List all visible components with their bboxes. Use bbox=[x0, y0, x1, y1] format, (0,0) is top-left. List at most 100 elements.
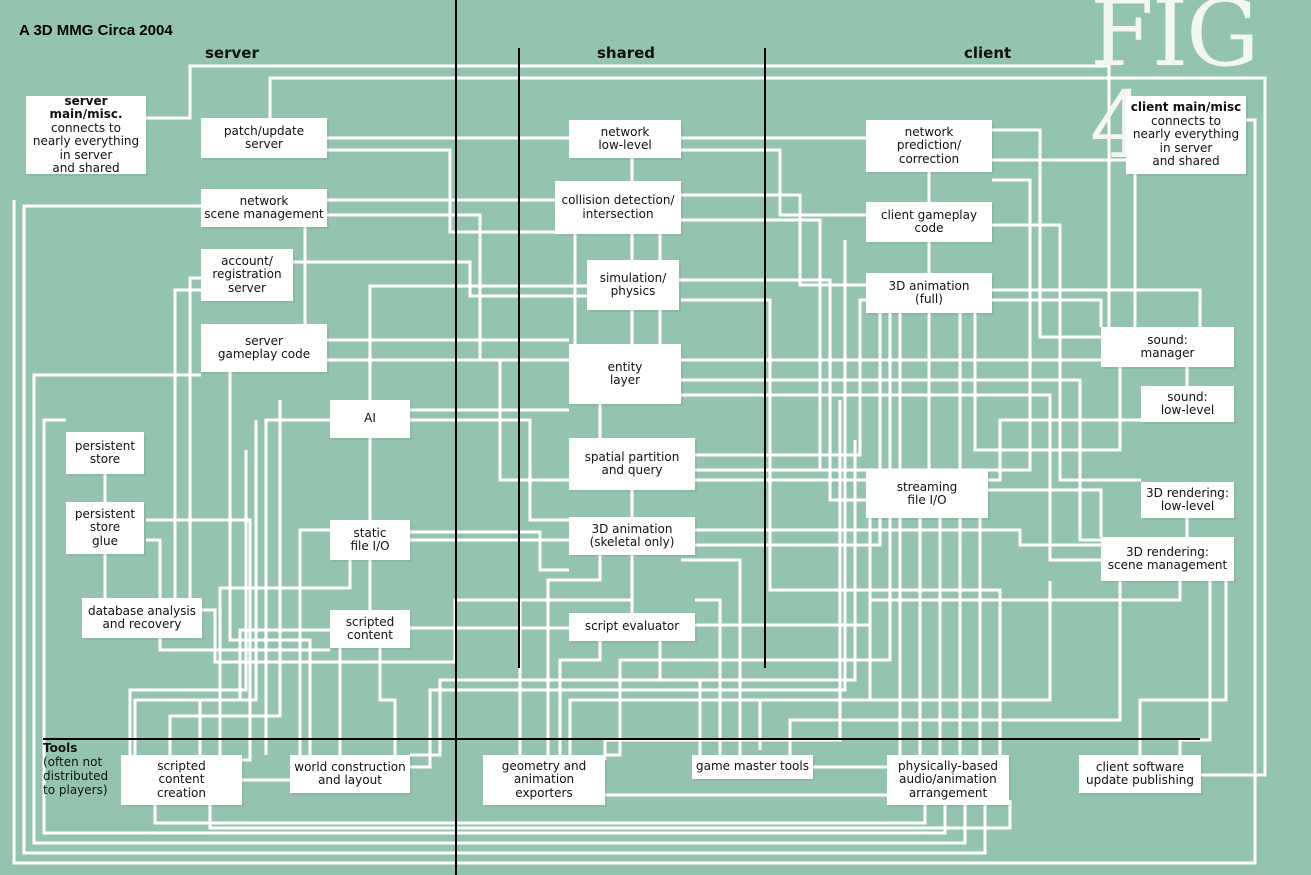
server-gameplay-code-node: server gameplay code bbox=[201, 324, 327, 372]
wire-79 bbox=[992, 128, 1101, 339]
wire-3 bbox=[32, 373, 967, 845]
wire-76 bbox=[992, 298, 1103, 327]
wire-84 bbox=[1138, 581, 1228, 755]
wire-56 bbox=[695, 298, 866, 457]
wire-97 bbox=[605, 313, 892, 757]
client-update-publishing-node: client software update publishing bbox=[1079, 755, 1201, 793]
world-construction-node: world construction and layout bbox=[290, 755, 410, 793]
wire-36 bbox=[168, 400, 282, 755]
wire-31 bbox=[218, 560, 352, 755]
wire-61 bbox=[695, 581, 1182, 627]
wire-38 bbox=[128, 450, 248, 755]
server-main-node: server main/misc. connects to nearly eve… bbox=[26, 93, 146, 175]
tools-heading: Tools bbox=[43, 741, 78, 755]
wire-6 bbox=[12, 118, 1257, 865]
patch-update-server-node: patch/update server bbox=[201, 118, 327, 158]
wire-52 bbox=[679, 278, 866, 502]
full-animation-node: 3D animation (full) bbox=[866, 273, 992, 313]
persistent-store-node: persistent store bbox=[66, 432, 144, 474]
network-low-level-node: network low-level bbox=[569, 120, 681, 158]
wire-57 bbox=[695, 178, 1032, 472]
wire-60 bbox=[695, 313, 882, 547]
rendering-scene-management-node: 3D rendering: scene management bbox=[1101, 537, 1234, 581]
wire-25 bbox=[410, 530, 569, 572]
wire-88 bbox=[973, 313, 1122, 452]
wire-83 bbox=[988, 488, 1103, 537]
column-header-client: client bbox=[964, 44, 1012, 62]
column-header-server: server bbox=[205, 44, 259, 62]
wire-64 bbox=[518, 590, 634, 755]
wire-101 bbox=[202, 598, 569, 664]
wire-20 bbox=[410, 418, 569, 522]
sound-low-level-node: sound: low-level bbox=[1141, 386, 1234, 422]
diagram-title: A 3D MMG Circa 2004 bbox=[19, 22, 173, 39]
wire-5 bbox=[146, 64, 1111, 327]
persistent-store-glue-node: persistent store glue bbox=[66, 502, 144, 554]
wire-59 bbox=[695, 528, 1101, 547]
client-main-title: client main/misc bbox=[1130, 100, 1242, 115]
wire-4 bbox=[42, 418, 947, 835]
wire-63 bbox=[546, 555, 602, 755]
geometry-exporters-node: geometry and animation exporters bbox=[483, 755, 605, 805]
account-registration-server-node: account/ registration server bbox=[201, 249, 293, 301]
skeletal-animation-node: 3D animation (skeletal only) bbox=[569, 517, 695, 555]
wire-99 bbox=[146, 538, 330, 652]
streaming-file-io-node: streaming file I/O bbox=[866, 470, 988, 518]
wire-100 bbox=[146, 518, 252, 762]
wire-66 bbox=[681, 558, 742, 755]
wire-10 bbox=[327, 148, 555, 234]
rendering-low-level-node: 3D rendering: low-level bbox=[1141, 482, 1234, 518]
wire-62 bbox=[681, 298, 1002, 755]
ai-node: AI bbox=[330, 400, 410, 438]
wire-33 bbox=[264, 418, 330, 755]
wire-19 bbox=[368, 284, 587, 400]
wire-13 bbox=[293, 260, 587, 298]
database-analysis-node: database analysis and recovery bbox=[82, 598, 202, 638]
wire-2 bbox=[22, 204, 987, 855]
column-header-shared: shared bbox=[597, 44, 656, 62]
scripted-content-creation-node: scripted content creation bbox=[121, 755, 242, 805]
wire-68 bbox=[658, 641, 702, 755]
tools-label: Tools (often not distributed to players) bbox=[43, 741, 108, 797]
wire-8 bbox=[208, 800, 1012, 830]
wire-96 bbox=[410, 240, 847, 769]
wire-69 bbox=[758, 581, 1052, 750]
wire-7 bbox=[153, 805, 927, 825]
static-file-io-node: static file I/O bbox=[330, 520, 410, 560]
wire-37 bbox=[133, 420, 258, 755]
wire-82 bbox=[992, 288, 1202, 327]
wire-70 bbox=[788, 581, 1122, 755]
server-main-title: server main/misc. bbox=[49, 93, 123, 121]
wire-39 bbox=[228, 330, 312, 755]
wire-49 bbox=[681, 148, 866, 217]
collision-detection-node: collision detection/ intersection bbox=[555, 181, 681, 234]
wire-50 bbox=[681, 193, 866, 287]
wire-81 bbox=[992, 223, 1141, 482]
client-main-node: client main/misc connects to nearly ever… bbox=[1126, 96, 1246, 174]
script-evaluator-node: script evaluator bbox=[569, 613, 695, 641]
wire-51 bbox=[681, 218, 822, 470]
wire-67 bbox=[695, 598, 722, 755]
entity-layer-node: entity layer bbox=[569, 344, 681, 404]
wire-65 bbox=[558, 641, 602, 755]
scripted-content-node: scripted content bbox=[330, 610, 410, 648]
tools-note: (often not distributed to players) bbox=[43, 755, 109, 797]
client-gameplay-code-node: client gameplay code bbox=[866, 202, 992, 242]
audio-animation-arrangement-node: physically-based audio/animation arrange… bbox=[887, 755, 1009, 805]
wire-94 bbox=[568, 518, 872, 755]
network-prediction-node: network prediction/ correction bbox=[866, 120, 992, 172]
simulation-physics-node: simulation/ physics bbox=[587, 260, 679, 310]
wire-34 bbox=[298, 528, 330, 755]
sound-manager-node: sound: manager bbox=[1101, 327, 1234, 367]
client-main-desc: connects to nearly everything in server … bbox=[1132, 113, 1240, 169]
network-scene-management-node: network scene management bbox=[201, 189, 327, 227]
wire-80 bbox=[992, 158, 1137, 327]
wire-1 bbox=[268, 76, 1267, 777]
wire-85 bbox=[1178, 581, 1212, 755]
wire-35 bbox=[378, 648, 397, 755]
spatial-partition-node: spatial partition and query bbox=[569, 438, 695, 490]
wire-55 bbox=[681, 393, 1101, 562]
server-main-desc: connects to nearly everything in server … bbox=[32, 120, 140, 175]
game-master-tools-node: game master tools bbox=[692, 755, 813, 779]
